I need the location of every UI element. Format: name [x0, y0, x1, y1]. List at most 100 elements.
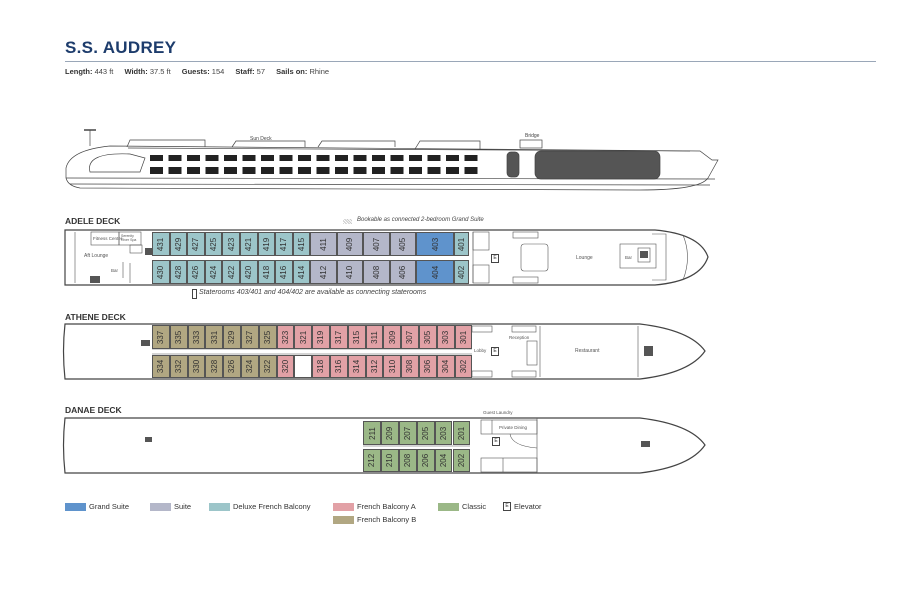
stateroom-319[interactable]: 319: [312, 325, 330, 349]
stateroom-number: 302: [458, 359, 468, 374]
stateroom-326[interactable]: 326: [223, 355, 241, 378]
stateroom-number: 308: [405, 359, 415, 374]
stateroom-333[interactable]: 333: [187, 325, 206, 349]
stateroom-208[interactable]: 208: [398, 449, 417, 472]
window-icon: [187, 155, 200, 161]
stateroom-303[interactable]: 303: [436, 325, 455, 349]
stateroom-418[interactable]: 418: [257, 260, 276, 284]
stateroom-410[interactable]: 410: [336, 260, 364, 284]
stateroom-number: 327: [245, 330, 255, 344]
stateroom-209[interactable]: 209: [380, 421, 399, 445]
stateroom-306[interactable]: 306: [419, 355, 437, 378]
stateroom-202[interactable]: 202: [452, 449, 471, 472]
athene-deck-title: ATHENE DECK: [65, 312, 126, 322]
bridge-label: Bridge: [525, 133, 540, 139]
stateroom-422[interactable]: 422: [222, 260, 240, 284]
stateroom-430[interactable]: 430: [152, 260, 170, 284]
stateroom-number: 330: [191, 359, 201, 374]
stateroom-408[interactable]: 408: [363, 260, 390, 284]
stateroom-406[interactable]: 406: [389, 260, 417, 284]
stateroom-308[interactable]: 308: [401, 355, 419, 378]
stateroom-number: 312: [369, 359, 379, 374]
stateroom-421[interactable]: 421: [240, 232, 258, 256]
spec-width: Width: 37.5 ft: [124, 67, 171, 76]
stateroom-320[interactable]: 320: [276, 355, 295, 378]
stateroom-427[interactable]: 427: [187, 232, 205, 256]
stateroom-405[interactable]: 405: [389, 232, 417, 256]
stateroom-317[interactable]: 317: [330, 325, 348, 349]
stateroom-325[interactable]: 325: [258, 325, 277, 349]
stateroom-204[interactable]: 204: [434, 449, 453, 472]
stateroom-323[interactable]: 323: [276, 325, 295, 349]
stateroom-305[interactable]: 305: [419, 325, 437, 349]
stateroom-412[interactable]: 412: [310, 260, 337, 284]
window-icon: [168, 155, 182, 161]
stateroom-327[interactable]: 327: [241, 325, 259, 349]
stateroom-number: 431: [156, 237, 166, 251]
stateroom-315[interactable]: 315: [347, 325, 366, 349]
stateroom-402[interactable]: 402: [454, 260, 470, 284]
stateroom-210[interactable]: 210: [380, 449, 399, 472]
stateroom-337[interactable]: 337: [152, 325, 170, 349]
stateroom-420[interactable]: 420: [240, 260, 258, 284]
stateroom-205[interactable]: 205: [416, 421, 435, 445]
stateroom-207[interactable]: 207: [398, 421, 417, 445]
lobby-label: Lobby: [474, 348, 487, 353]
stateroom-431[interactable]: 431: [152, 232, 170, 256]
stateroom-212[interactable]: 212: [363, 449, 381, 472]
stateroom-312[interactable]: 312: [365, 355, 384, 378]
stateroom-416[interactable]: 416: [275, 260, 293, 284]
stateroom-309[interactable]: 309: [383, 325, 402, 349]
window-icon: [298, 155, 311, 161]
stateroom-424[interactable]: 424: [204, 260, 223, 284]
stateroom-429[interactable]: 429: [169, 232, 188, 256]
stateroom-423[interactable]: 423: [222, 232, 240, 256]
stateroom-401[interactable]: 401: [454, 232, 470, 256]
stateroom-425[interactable]: 425: [204, 232, 223, 256]
stateroom-304[interactable]: 304: [436, 355, 455, 378]
stateroom-404[interactable]: 404: [416, 260, 455, 284]
legend-french-balcony-b: French Balcony B: [357, 515, 417, 524]
stateroom-332[interactable]: 332: [169, 355, 188, 378]
legend-classic: Classic: [462, 502, 487, 511]
stateroom-417[interactable]: 417: [275, 232, 293, 256]
stateroom-330[interactable]: 330: [187, 355, 206, 378]
stateroom-426[interactable]: 426: [187, 260, 205, 284]
stateroom-201[interactable]: 201: [452, 421, 471, 445]
stateroom-316[interactable]: 316: [330, 355, 348, 378]
stateroom-206[interactable]: 206: [416, 449, 435, 472]
stateroom-310[interactable]: 310: [383, 355, 402, 378]
stateroom-414[interactable]: 414: [292, 260, 311, 284]
stateroom-329[interactable]: 329: [223, 325, 241, 349]
elevator-icon: E: [491, 254, 499, 263]
stateroom-411[interactable]: 411: [310, 232, 337, 256]
stateroom-number: 319: [316, 330, 326, 344]
stateroom-322[interactable]: 322: [258, 355, 277, 378]
stateroom-302[interactable]: 302: [454, 355, 473, 378]
stateroom-211[interactable]: 211: [363, 421, 381, 445]
stateroom-318[interactable]: 318: [312, 355, 330, 378]
stateroom-number: 417: [279, 237, 289, 251]
stateroom-415[interactable]: 415: [292, 232, 311, 256]
stateroom-331[interactable]: 331: [205, 325, 224, 349]
stateroom-number: 322: [263, 359, 273, 374]
stateroom-307[interactable]: 307: [401, 325, 419, 349]
stateroom-324[interactable]: 324: [241, 355, 259, 378]
stateroom-311[interactable]: 311: [365, 325, 384, 349]
stateroom-203[interactable]: 203: [434, 421, 453, 445]
stateroom-334[interactable]: 334: [152, 355, 170, 378]
stateroom-419[interactable]: 419: [257, 232, 276, 256]
stateroom-403[interactable]: 403: [416, 232, 455, 256]
stateroom-328[interactable]: 328: [205, 355, 224, 378]
stateroom-335[interactable]: 335: [169, 325, 188, 349]
stateroom-409[interactable]: 409: [336, 232, 364, 256]
stateroom-428[interactable]: 428: [169, 260, 188, 284]
stateroom-number: 212: [367, 453, 377, 468]
window-icon: [427, 155, 441, 161]
window-icon: [446, 167, 459, 174]
stateroom-301[interactable]: 301: [454, 325, 473, 349]
stateroom-321[interactable]: 321: [294, 325, 313, 349]
stateroom-314[interactable]: 314: [347, 355, 366, 378]
stateroom-407[interactable]: 407: [363, 232, 390, 256]
